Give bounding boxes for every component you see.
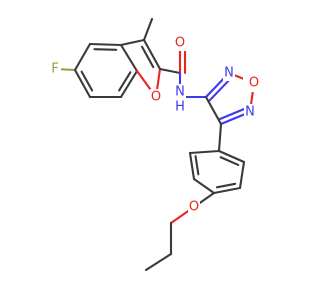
atom-label-nitrogen-bottom: N xyxy=(245,105,255,120)
atom-label-fluorine: F xyxy=(51,62,58,77)
bond-line xyxy=(93,48,118,51)
atom-label-amide-hydrogen: H xyxy=(175,100,185,115)
bond-line xyxy=(142,38,162,71)
bond-line xyxy=(238,160,246,190)
bond-line xyxy=(144,252,173,272)
bond-line xyxy=(140,45,155,69)
atom-label-layer: F O O N H N O N O xyxy=(49,35,265,215)
atom-label-oxygen-oxadiazole: O xyxy=(249,76,259,91)
bond-line xyxy=(217,149,246,164)
atom-oxygen-carbonyl: O xyxy=(174,35,186,51)
bond-line xyxy=(217,122,223,153)
bond-line xyxy=(219,156,240,166)
atom-oxygen-oxadiazole: O xyxy=(243,75,265,92)
bond-line xyxy=(73,42,92,72)
bond-line xyxy=(142,17,154,42)
bond-line xyxy=(192,177,216,195)
bond-line xyxy=(80,70,94,92)
atom-label-oxygen-furan: O xyxy=(151,90,161,105)
bond-line xyxy=(158,67,182,75)
bond-line xyxy=(188,151,196,181)
atom-label-nitrogen-amide: N xyxy=(175,85,185,100)
bond-line xyxy=(212,186,242,195)
atom-fluorine: F xyxy=(49,61,61,77)
atom-label-nitrogen-top: N xyxy=(224,66,234,81)
atom-oxygen-ether: O xyxy=(188,199,200,215)
bond-line xyxy=(204,95,223,126)
bond-line xyxy=(119,69,139,99)
bond-line xyxy=(119,43,139,73)
bond-line xyxy=(118,71,132,92)
bond-line xyxy=(218,106,250,121)
atom-nitrogen-amide: N H xyxy=(174,84,186,115)
atom-oxygen-furan: O xyxy=(150,89,162,105)
atom-label-oxygen-ether: O xyxy=(189,200,199,215)
bond-line xyxy=(194,155,200,176)
bond-line xyxy=(73,68,92,99)
bond-line xyxy=(88,42,123,47)
atom-label-oxygen-carbonyl: O xyxy=(175,36,185,51)
bond-layer xyxy=(53,17,256,272)
bond-line xyxy=(188,149,221,155)
atom-nitrogen-oxadiazole-top: N xyxy=(223,65,235,81)
bond-line xyxy=(119,38,146,47)
atom-nitrogen-oxadiazole-bottom: N xyxy=(244,104,256,120)
bond-line xyxy=(215,182,237,189)
molecule-structure: F O O N H N O N O xyxy=(49,17,265,272)
